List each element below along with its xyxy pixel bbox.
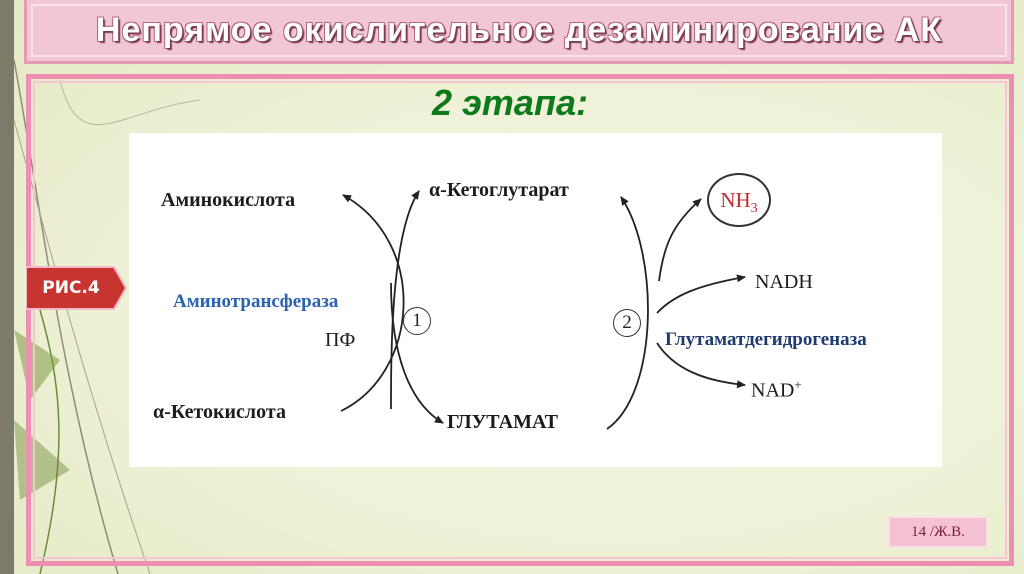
- slide-title: Непрямое окислительное дезаминирование А…: [95, 11, 943, 49]
- arrow-to-glutamate: [390, 282, 444, 424]
- arrow-to-ketoglutarate: [390, 190, 420, 410]
- arrow-to-nad: [656, 342, 746, 389]
- nad-superscript: +: [794, 377, 802, 392]
- label-glutamate-dehydrogenase: Глутаматдегидрогеназа: [665, 329, 867, 350]
- step-2-marker: 2: [613, 309, 641, 337]
- label-glutamate: ГЛУТАМАТ: [447, 411, 558, 433]
- slide-subtitle: 2 этапа:: [0, 82, 1024, 124]
- nh3-subscript: 3: [750, 201, 758, 217]
- arrow-to-nadh: [656, 274, 746, 314]
- subtitle-text: 2 этапа:: [432, 82, 588, 123]
- nh3-base: NH: [720, 188, 751, 212]
- figure-badge-label: РИС.4: [42, 278, 100, 298]
- label-alpha-ketoacid: α-Кетокислота: [153, 401, 286, 423]
- nh3-circle: NH3: [707, 173, 771, 227]
- nad-base: NAD: [751, 379, 795, 402]
- label-aminoacid: Аминокислота: [161, 189, 296, 211]
- label-alpha-ketoglutarate: α-Кетоглутарат: [429, 179, 569, 201]
- arrow-to-aminoacid: [340, 194, 405, 412]
- label-pyridoxal-phosphate: ПФ: [325, 329, 356, 351]
- step-1-marker: 1: [403, 307, 431, 335]
- reaction-arrows: [340, 190, 746, 430]
- title-bar: Непрямое окислительное дезаминирование А…: [24, 0, 1014, 64]
- label-nad: NAD+: [751, 377, 802, 403]
- label-aminotransferase: Аминотрансфераза: [173, 291, 339, 312]
- arrow-to-nh3: [658, 198, 702, 282]
- content-frame-outer: [26, 74, 1014, 566]
- content-frame-inner: [33, 81, 1007, 559]
- left-decor-strip: [0, 0, 14, 574]
- reaction-diagram: Аминокислота α-Кетоглутарат NH3 NADH Ами…: [129, 133, 942, 467]
- page-number: 14 /Ж.В.: [888, 516, 988, 548]
- arrow-glutamate-to-ketoglutarate: [606, 196, 649, 430]
- title-inner-border: [31, 4, 1007, 57]
- figure-badge-shape: [26, 266, 128, 310]
- label-nadh: NADH: [755, 271, 813, 293]
